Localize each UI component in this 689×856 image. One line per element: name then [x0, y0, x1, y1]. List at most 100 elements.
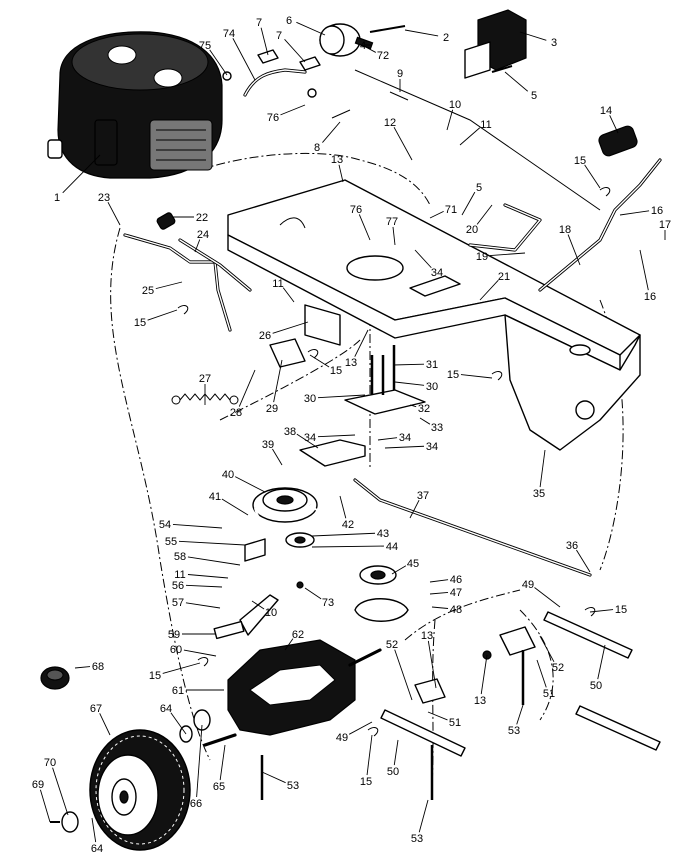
callout-number: 29	[266, 403, 278, 415]
callout-c2: 2	[404, 29, 449, 44]
callout-c19: 19	[476, 251, 526, 263]
callout-c27: 27	[199, 373, 211, 405]
callout-leader-line	[219, 744, 226, 781]
callout-c10a: 10	[446, 99, 461, 131]
callout-number: 46	[450, 574, 462, 586]
callout-leader-line	[354, 329, 369, 357]
callout-number: 33	[431, 422, 443, 434]
callout-number: 18	[559, 224, 571, 236]
callout-leader-line	[162, 662, 201, 674]
callout-number: 59	[168, 629, 180, 641]
callout-number: 57	[172, 597, 184, 609]
callout-c54: 54	[159, 519, 223, 531]
callout-c11a: 11	[459, 119, 492, 146]
callout-c57: 57	[172, 597, 221, 609]
callout-c5b: 5	[461, 182, 482, 216]
callout-c38: 38	[284, 426, 319, 449]
callout-number: 52	[386, 639, 398, 651]
callout-number: 8	[314, 142, 320, 154]
callout-number: 64	[160, 703, 172, 715]
callout-leader-line	[427, 640, 437, 689]
callout-leader-line	[429, 592, 449, 595]
callout-number: 2	[443, 32, 449, 44]
callout-number: 15	[447, 369, 459, 381]
callout-leader-line	[261, 771, 286, 784]
callout-leader-line	[196, 724, 203, 798]
callout-number: 49	[336, 732, 348, 744]
callout-number: 20	[466, 224, 478, 236]
callout-number: 66	[190, 798, 202, 810]
callout-leader-line	[155, 281, 183, 290]
callout-number: 53	[411, 833, 423, 845]
callout-c13b: 13	[345, 329, 369, 369]
callout-number: 58	[174, 551, 186, 563]
callout-c13a: 13	[331, 154, 344, 183]
callout-c42: 42	[339, 495, 354, 531]
callout-leader-line	[393, 126, 413, 161]
callout-c15c: 15	[309, 354, 342, 377]
callout-leader-line	[348, 721, 373, 735]
callout-leader-line	[639, 249, 649, 291]
callout-number: 3	[551, 37, 557, 49]
callout-leader-line	[409, 404, 417, 408]
callout-c28: 28	[230, 369, 256, 419]
callout-number: 11	[272, 278, 283, 290]
callout-leader-line	[419, 417, 431, 425]
callout-leader-line	[404, 29, 439, 37]
callout-c10b: 10	[251, 600, 277, 619]
callout-leader-line	[394, 381, 425, 386]
callout-leader-line	[361, 44, 376, 53]
callout-leader-line	[284, 39, 306, 63]
callout-c76b: 76	[350, 204, 371, 241]
callout-number: 50	[590, 680, 602, 692]
callout-leader-line	[429, 210, 444, 219]
callout-c76a: 76	[267, 104, 306, 124]
callout-leader-line	[238, 369, 256, 407]
callout-c1: 1	[54, 154, 101, 204]
callout-c17: 17	[659, 219, 671, 240]
callout-leader-line	[187, 574, 229, 579]
transaxle	[179, 639, 382, 747]
callout-leader-line	[187, 556, 241, 566]
callout-c37: 37	[409, 490, 429, 519]
callout-c16b: 16	[639, 249, 656, 303]
callout-leader-line	[409, 500, 420, 519]
callout-number: 73	[322, 597, 334, 609]
callout-number: 25	[142, 285, 154, 297]
callout-leader-line	[480, 654, 488, 695]
callout-c29: 29	[266, 359, 283, 415]
callout-c51b: 51	[427, 711, 461, 729]
callout-number: 40	[222, 469, 234, 481]
callout-leader-line	[234, 476, 266, 493]
callout-c64b: 64	[91, 817, 103, 855]
callout-c15b: 15	[134, 309, 178, 329]
callout-number: 10	[449, 99, 461, 111]
callout-leader-line	[414, 249, 432, 269]
callout-number: 14	[600, 105, 612, 117]
callout-number: 13	[345, 357, 357, 369]
callout-number: 51	[449, 717, 461, 729]
callout-leader-line	[284, 638, 294, 651]
callout-number: 60	[170, 644, 182, 656]
callout-number: 61	[172, 685, 184, 697]
callout-leader-line	[516, 704, 524, 725]
callout-leader-line	[309, 354, 330, 368]
callout-leader-line	[479, 279, 499, 301]
callout-c70: 70	[44, 757, 69, 816]
callout-number: 7	[276, 30, 282, 42]
callout-c12: 12	[384, 117, 413, 161]
callout-number: 55	[165, 536, 177, 548]
callout-leader-line	[576, 549, 591, 573]
callout-leader-line	[539, 635, 555, 663]
callout-leader-line	[358, 214, 371, 241]
callout-number: 45	[407, 558, 419, 570]
callout-leader-line	[296, 21, 326, 36]
callout-c67: 67	[90, 703, 111, 736]
callout-leader-line	[459, 127, 481, 146]
idler-bracket	[213, 538, 304, 640]
callout-number: 9	[397, 68, 403, 80]
callout-c7b: 7	[276, 30, 306, 63]
callout-c5a: 5	[504, 71, 537, 102]
callout-number: 67	[90, 703, 102, 715]
callout-c56: 56	[172, 580, 223, 592]
